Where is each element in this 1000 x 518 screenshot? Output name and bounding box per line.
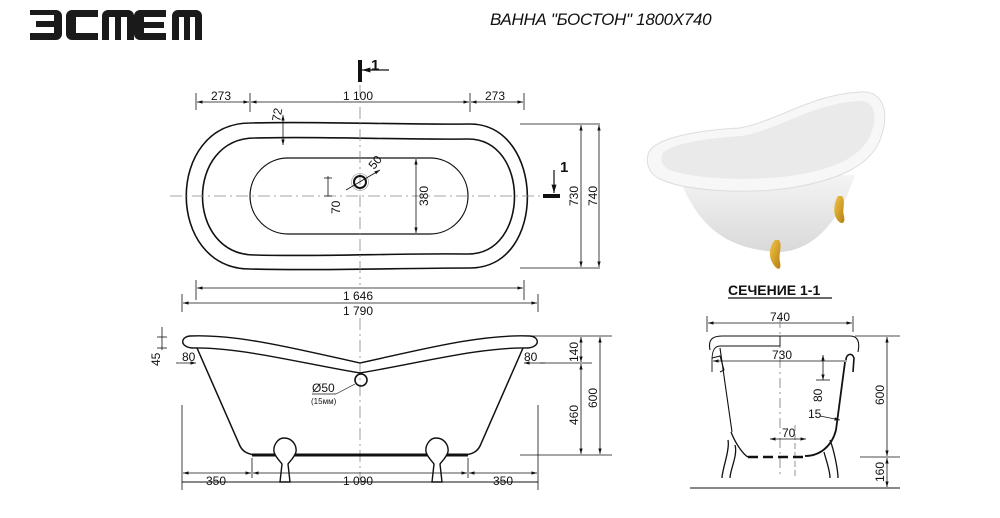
dim-left-leg-offset: 350 [206,474,226,488]
dim-right-leg-offset: 350 [493,474,513,488]
dim-length-outer: 1 790 [343,304,373,318]
dim-left-overhang: 80 [182,350,196,364]
dim-section-outer-width: 740 [770,310,790,324]
drain-note: (15мм) [311,397,337,406]
dim-right-overhang: 80 [524,350,538,364]
dim-section-height: 600 [873,385,887,405]
dim-drain-offset: 70 [329,200,343,214]
dim-wall-thickness: 15 [808,407,822,421]
dim-rim-drop: 80 [811,388,825,402]
dim-length-inner: 1 646 [343,289,373,303]
brand-logo [30,10,202,40]
dim-body-height: 460 [567,405,581,425]
section-label: СЕЧЕНИЕ 1-1 [728,282,820,298]
dim-width-outer: 740 [586,186,600,206]
dim-section-inner-width: 730 [772,348,792,362]
dim-width-inner: 730 [567,186,581,206]
dim-drain-diameter: 50 [366,152,386,171]
dim-center-length: 1 100 [343,89,373,103]
dim-drain-spacing: 70 [782,426,796,440]
drain-label: Ø50 [312,381,335,395]
section-mark-top: 1 [371,57,379,74]
dim-left-offset: 273 [211,89,231,103]
side-view [157,318,612,490]
dim-top-depth: 140 [567,342,581,362]
section-mark-right: 1 [560,159,568,176]
dim-right-offset: 273 [485,89,505,103]
dim-leg-span: 1 090 [343,474,373,488]
dim-rim-height: 45 [149,352,163,366]
bathtub-photo [646,91,886,269]
section-view [690,316,900,489]
dim-total-height: 600 [586,388,600,408]
dim-inner-width: 380 [417,186,431,206]
dim-rim-width: 72 [269,107,285,123]
dim-leg-height: 160 [873,462,887,482]
top-view [170,60,601,312]
page-title: ВАННА "БОСТОН" 1800Х740 [490,10,712,29]
